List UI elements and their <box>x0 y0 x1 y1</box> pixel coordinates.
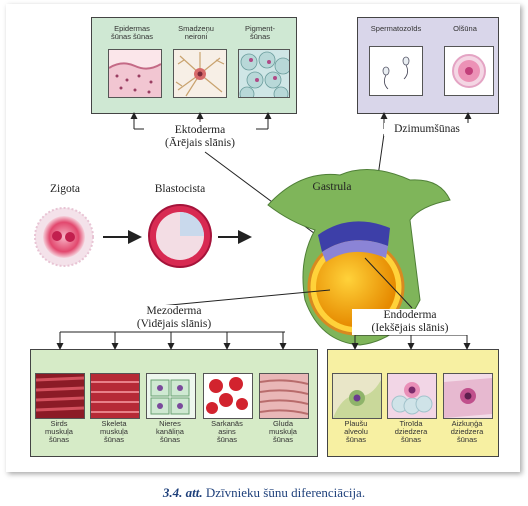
zygote-illustration <box>34 207 94 267</box>
figure-caption-text: Dzīvnieku šūnu diferenciācija. <box>205 485 366 500</box>
red-blood-cells-image <box>203 373 253 419</box>
sperm-cells-image <box>369 46 423 96</box>
cardiac-muscle-cells-image <box>35 373 85 419</box>
pancreatic-gland-caption: Aizkuņģa dziedzera šūnas <box>450 419 484 444</box>
neuron-cells-image <box>173 49 227 98</box>
figure-number: 3.4. att. <box>162 485 203 500</box>
zygote-label: Zigota <box>49 183 81 195</box>
kidney-tubule-cells-image <box>146 373 196 419</box>
thyroid-gland-caption: Tiroīda dziedzera šūnas <box>394 419 428 444</box>
red-blood-cells-caption: Sarkanās asins šūnas <box>211 419 243 444</box>
egg-caption: Olšūna <box>453 24 477 33</box>
ectoderm-label: Ektoderma (Ārējais slānis) <box>144 124 256 150</box>
epidermis-cells-image <box>108 49 162 98</box>
cardiac-muscle-caption: Sirds muskuļa šūnas <box>45 419 73 444</box>
gastrula-label: Gastrula <box>312 181 352 193</box>
thyroid-gland-cells-image <box>387 373 437 419</box>
lung-alveoli-caption: Plaušu alveolu šūnas <box>344 419 368 444</box>
lung-alveoli-cells-image <box>332 373 382 419</box>
kidney-tubule-caption: Nieres kanāliņa šūnas <box>156 419 184 444</box>
blastocyst-label: Blastocista <box>154 183 206 195</box>
pancreatic-gland-cells-image <box>443 373 493 419</box>
mesoderm-label: Mezoderma (Vidējais slānis) <box>118 305 230 331</box>
blastocyst-illustration <box>148 204 212 268</box>
smooth-muscle-caption: Gluda muskuļa šūnas <box>269 419 297 444</box>
pigment-cells-image <box>238 49 290 98</box>
germ-cells-label: Dzimumšūnas <box>384 123 470 136</box>
sperm-caption: Spermatozoīds <box>370 24 422 33</box>
pigment-cell-caption: Pigment- šūnas <box>244 24 275 41</box>
egg-cell-image <box>444 46 494 96</box>
figure-caption: 3.4. att. Dzīvnieku šūnu diferenciācija. <box>0 485 528 501</box>
epidermis-cell-caption: Epidermas šūnas šūnas <box>110 24 154 41</box>
endoderm-label: Endoderma (Iekšējais slānis) <box>352 309 468 335</box>
skeletal-muscle-caption: Skeleta muskuļa šūnas <box>100 419 128 444</box>
smooth-muscle-cells-image <box>259 373 309 419</box>
neuron-caption: Smadzeņu neironi <box>178 24 214 41</box>
gastrula-illustration <box>267 169 451 346</box>
skeletal-muscle-cells-image <box>90 373 140 419</box>
